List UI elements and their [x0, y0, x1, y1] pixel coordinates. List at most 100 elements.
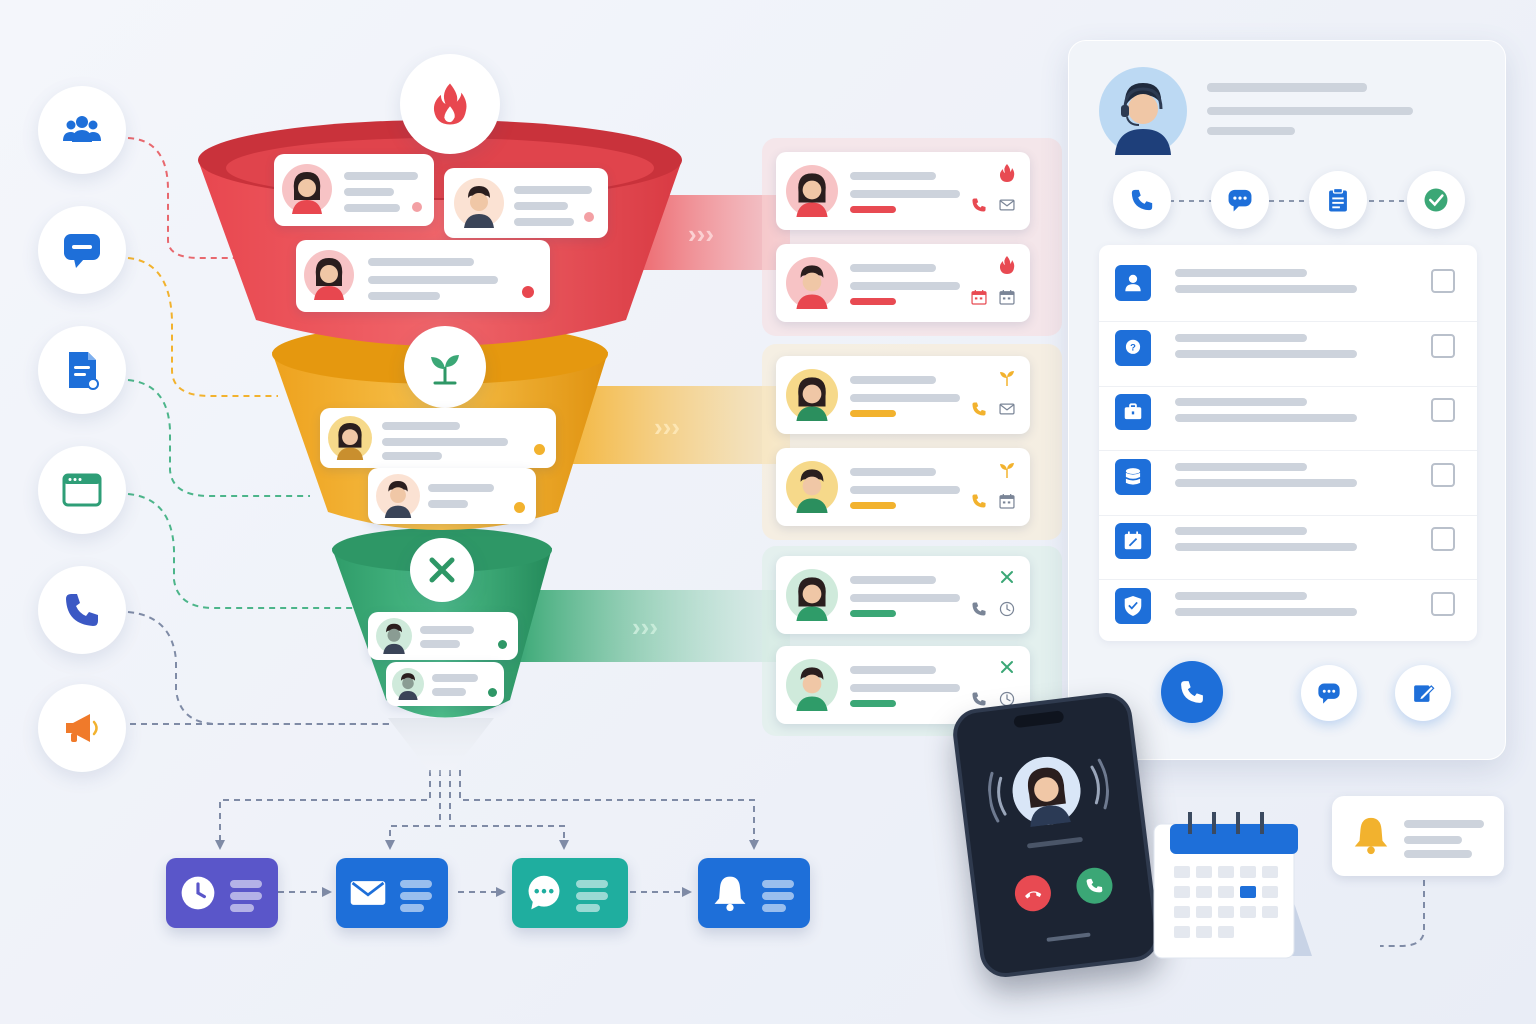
checklist-item[interactable]	[1099, 388, 1477, 451]
close-x-icon	[1001, 661, 1013, 673]
automation-step[interactable]	[166, 858, 278, 928]
checklist-checkbox[interactable]	[1431, 269, 1455, 293]
phone-icon	[1181, 681, 1203, 703]
avatar-woman-icon	[282, 164, 332, 214]
panel-action-button[interactable]	[1395, 665, 1451, 721]
avatar-man-icon	[454, 178, 504, 228]
progress-step[interactable]	[1309, 171, 1367, 229]
progress-step[interactable]	[1113, 171, 1171, 229]
ring-waves	[988, 758, 1110, 823]
incoming-call-phone[interactable]	[950, 690, 1162, 980]
avatar-icon	[786, 369, 838, 421]
calendar-icon	[999, 494, 1015, 509]
funnel-hot-card-1[interactable]	[274, 154, 434, 226]
funnel-cold-card-2[interactable]	[386, 662, 504, 706]
automation-step[interactable]	[512, 858, 628, 928]
lead-card-hot[interactable]	[776, 152, 1030, 230]
browser-window-icon	[62, 473, 102, 507]
checklist-item[interactable]	[1099, 259, 1477, 322]
lead-card-warm[interactable]	[776, 356, 1030, 434]
calendar-icon	[971, 290, 987, 305]
avatar-icon	[786, 461, 838, 513]
checklist-checkbox[interactable]	[1431, 591, 1455, 616]
sprout-icon	[1000, 463, 1014, 478]
checklist-checkbox[interactable]	[1431, 462, 1455, 487]
flame-icon	[433, 83, 467, 125]
checklist-checkbox[interactable]	[1431, 398, 1455, 422]
phone-icon	[972, 692, 986, 706]
checklist-card: ?	[1099, 245, 1477, 641]
panel-action-button[interactable]	[1161, 661, 1223, 723]
flame-icon	[999, 164, 1015, 182]
clock-icon	[181, 876, 215, 910]
source-campaign[interactable]	[38, 684, 126, 772]
avatar-man-icon	[392, 668, 424, 700]
question-icon: ?	[1125, 339, 1141, 354]
source-website[interactable]	[38, 446, 126, 534]
svg-text:›››: ›››	[654, 412, 680, 442]
funnel-warm-card-1[interactable]	[320, 408, 556, 468]
decline-call-button[interactable]	[1012, 873, 1053, 914]
chat-bubble-icon	[528, 875, 560, 910]
database-icon	[1125, 467, 1141, 485]
bell-icon	[714, 876, 746, 912]
caller-avatar-icon	[1012, 756, 1081, 828]
chat-bubble-icon	[1318, 683, 1340, 704]
funnel-hot-card-3[interactable]	[296, 240, 550, 312]
avatar-woman-icon	[328, 416, 372, 460]
stage-cold-badge	[410, 538, 474, 602]
lead-card-cold[interactable]	[776, 556, 1030, 634]
form-document-icon	[69, 352, 99, 390]
checklist-checkbox[interactable]	[1431, 527, 1455, 551]
megaphone-icon	[66, 714, 98, 742]
lead-card-warm[interactable]	[776, 448, 1030, 526]
checklist-item[interactable]: ?	[1099, 324, 1477, 387]
user-icon	[1125, 274, 1141, 292]
users-icon	[63, 116, 101, 142]
phone-icon	[66, 594, 98, 626]
panel-action-button[interactable]	[1301, 665, 1357, 721]
phone-icon	[972, 602, 986, 616]
phone-icon	[972, 494, 986, 508]
progress-step[interactable]	[1407, 171, 1465, 229]
shield-check-icon	[1124, 595, 1142, 616]
mail-icon	[999, 403, 1015, 415]
sprout-icon	[431, 355, 459, 385]
notification-card[interactable]	[1332, 796, 1504, 876]
checklist-item[interactable]	[1099, 582, 1477, 644]
lead-card-hot[interactable]	[776, 244, 1030, 322]
close-x-icon	[1001, 571, 1013, 583]
check-circle-icon	[1424, 188, 1448, 212]
avatar-icon	[786, 569, 838, 621]
progress-step[interactable]	[1211, 171, 1269, 229]
funnel-hot-card-2[interactable]	[444, 168, 608, 238]
checklist-checkbox[interactable]	[1431, 333, 1455, 358]
funnel-warm-card-2[interactable]	[368, 468, 536, 524]
source-form[interactable]	[38, 326, 126, 414]
clipboard-icon	[1329, 187, 1347, 212]
chat-bubble-icon	[64, 234, 100, 268]
phone-icon	[972, 198, 986, 212]
calendar-edit-icon	[1124, 531, 1142, 550]
funnel-cold-card-1[interactable]	[368, 612, 518, 660]
svg-text:›››: ›››	[688, 219, 714, 249]
source-phone[interactable]	[38, 566, 126, 654]
briefcase-icon	[1124, 403, 1142, 420]
source-chat[interactable]	[38, 206, 126, 294]
checklist-item[interactable]	[1099, 453, 1477, 516]
phone-icon	[1131, 189, 1153, 211]
accept-call-button[interactable]	[1074, 865, 1115, 906]
stage-hot-badge	[400, 54, 500, 154]
source-users[interactable]	[38, 86, 126, 174]
svg-text:›››: ›››	[632, 612, 658, 642]
avatar-icon	[786, 165, 838, 217]
automation-step[interactable]	[698, 858, 810, 928]
bell-icon	[1354, 817, 1388, 855]
headset-agent-icon	[1099, 67, 1187, 155]
clock-icon	[999, 601, 1015, 617]
automation-step[interactable]	[336, 858, 448, 928]
checklist-item[interactable]	[1099, 517, 1477, 580]
hangup-icon	[1025, 891, 1042, 899]
